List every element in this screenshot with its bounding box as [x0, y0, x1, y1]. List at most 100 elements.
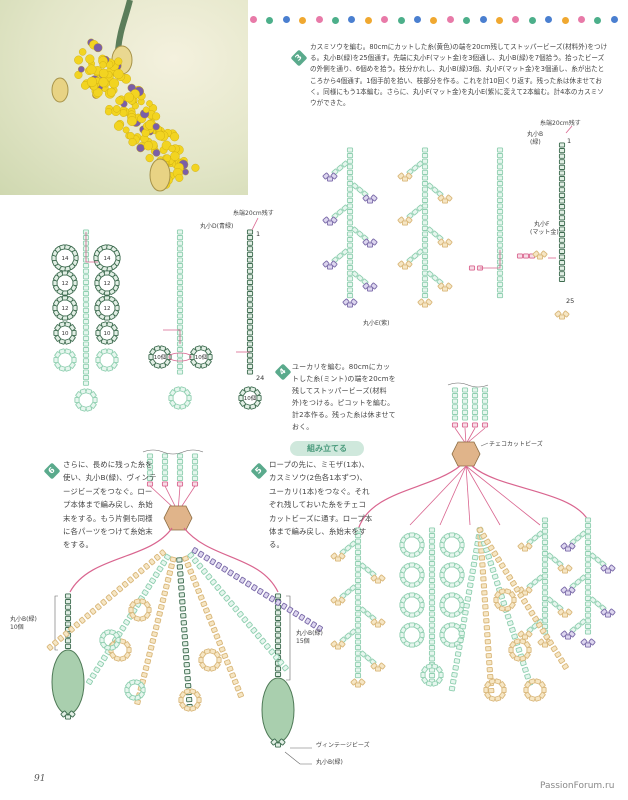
decor-dot	[299, 17, 307, 24]
bead	[64, 604, 72, 610]
bead	[105, 594, 113, 602]
bead	[127, 576, 134, 584]
bead	[262, 591, 270, 599]
bead	[246, 313, 254, 319]
bead	[141, 589, 149, 596]
bead	[584, 567, 592, 573]
bead	[161, 470, 169, 476]
bead	[525, 586, 533, 594]
bead	[92, 396, 98, 404]
bead	[116, 585, 124, 593]
bead	[341, 204, 349, 212]
bead	[344, 632, 352, 640]
bead	[163, 583, 170, 590]
bead	[176, 464, 184, 470]
bead	[526, 646, 532, 654]
bead	[82, 296, 90, 302]
bead	[241, 616, 249, 624]
bead	[204, 358, 212, 366]
bead	[416, 204, 424, 212]
bead	[205, 613, 213, 621]
bead	[496, 225, 504, 231]
bead	[579, 574, 587, 582]
bead	[496, 281, 504, 287]
bead	[491, 550, 499, 558]
bead	[608, 608, 616, 616]
bead	[421, 214, 429, 220]
bead	[562, 310, 570, 318]
bead	[431, 680, 439, 687]
bead	[498, 562, 506, 569]
bead	[448, 685, 456, 692]
bead	[64, 643, 72, 649]
bead	[517, 591, 525, 599]
bead	[426, 270, 434, 278]
bead	[176, 459, 184, 465]
bead	[521, 634, 529, 640]
decor-dot	[479, 16, 487, 23]
bead	[58, 338, 66, 345]
step-5-text: ロープの先に、ミモザ(1本)、カスミソウ(2色各1本ずつ)、ユーカリ(1本)をつ…	[269, 460, 373, 550]
bead	[191, 481, 199, 487]
bead	[82, 369, 90, 375]
bead	[485, 553, 493, 560]
bead	[608, 564, 616, 572]
bead	[350, 298, 358, 306]
bead	[161, 481, 169, 487]
mimosa-bead	[113, 121, 124, 131]
bead	[428, 566, 436, 572]
bead	[416, 248, 424, 256]
bead	[280, 602, 288, 610]
bead	[89, 401, 97, 409]
ring-count: 10個	[195, 353, 208, 361]
bead	[100, 338, 108, 345]
bead	[221, 565, 228, 573]
bead	[550, 645, 558, 653]
bead	[132, 571, 140, 579]
bead	[156, 565, 164, 573]
bead	[161, 453, 169, 459]
bead	[523, 641, 531, 649]
bead	[336, 252, 344, 260]
thread-path	[447, 382, 489, 388]
bead	[148, 353, 154, 361]
bead	[193, 701, 201, 709]
bead	[428, 533, 436, 539]
bead	[374, 666, 382, 672]
bead	[94, 603, 102, 611]
decor-dot	[364, 17, 372, 24]
bead	[515, 646, 523, 653]
bead	[441, 198, 449, 204]
bead	[589, 596, 597, 604]
bead	[100, 348, 108, 355]
bead	[438, 671, 444, 679]
bead	[190, 358, 198, 366]
bead	[157, 604, 165, 610]
bead	[541, 642, 549, 648]
bead	[263, 643, 271, 650]
bead	[176, 369, 184, 375]
bead	[237, 691, 244, 698]
bead	[159, 362, 167, 369]
bead	[346, 209, 354, 215]
bead	[502, 568, 510, 575]
bead	[481, 422, 489, 428]
bead	[71, 329, 77, 337]
bead	[417, 596, 424, 604]
mimosa-bead	[86, 64, 97, 75]
bead	[274, 593, 282, 599]
bead	[246, 302, 254, 308]
bead	[354, 617, 362, 623]
bead	[246, 291, 254, 297]
bead	[354, 673, 362, 679]
bead	[169, 389, 177, 397]
bead	[179, 606, 186, 612]
bead	[558, 164, 566, 170]
bead	[431, 230, 439, 238]
bead	[346, 302, 354, 308]
bead	[113, 655, 121, 662]
bead	[334, 644, 342, 650]
bead	[176, 246, 184, 252]
bead	[496, 175, 504, 181]
decor-dot	[578, 16, 585, 23]
